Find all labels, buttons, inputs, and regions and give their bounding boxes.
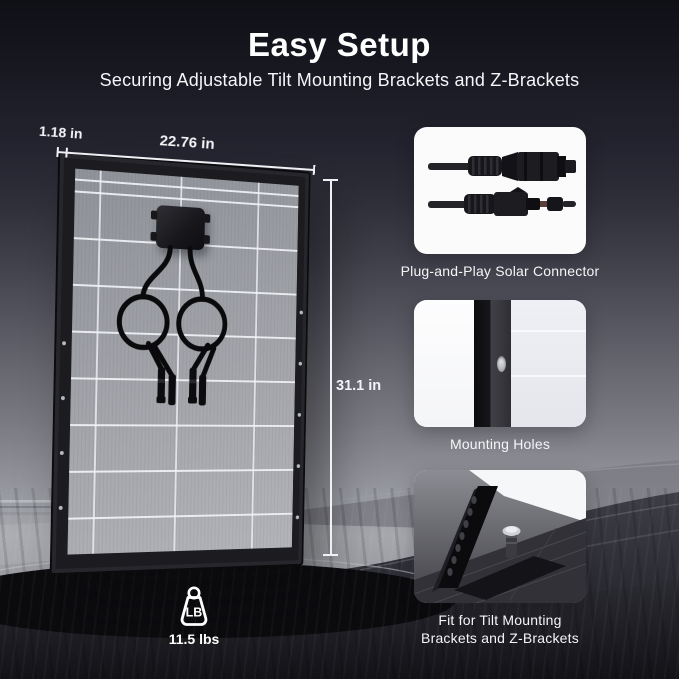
page-title: Easy Setup (248, 26, 431, 63)
panel-surface (511, 300, 586, 427)
mounting-hole (497, 356, 506, 372)
bracket-image (414, 470, 586, 603)
feature-plug-and-play: Plug-and-Play Solar Connector (390, 127, 610, 280)
connector-image (414, 127, 586, 254)
weight-unit-label: LB (186, 606, 203, 620)
panel-front-white (414, 300, 474, 427)
page-subtitle: Securing Adjustable Tilt Mounting Bracke… (99, 70, 580, 90)
height-dimension (323, 179, 339, 556)
panel-frame-profile (474, 300, 511, 427)
platform (0, 562, 456, 638)
bolt (502, 526, 521, 558)
height-dimension-line (330, 179, 332, 556)
weight-icon: LB (180, 586, 208, 626)
feature-caption: Mounting Holes (449, 436, 551, 452)
mc4-connectors (156, 367, 207, 406)
solar-connector-art (428, 152, 576, 216)
solar-panel-back-view (49, 151, 311, 576)
weight-spec: LB 11.5 lbs (156, 585, 232, 647)
feature-caption: Plug-and-Play Solar Connector (400, 263, 600, 279)
panel-cables (50, 151, 311, 406)
feature-tilt-brackets: Fit for Tilt Mounting Brackets and Z-Bra… (390, 470, 610, 647)
panel-frame (49, 151, 311, 576)
mounting-holes-image (414, 300, 586, 427)
weight-value: 11.5 lbs (168, 631, 220, 647)
z-bracket-art (414, 470, 586, 603)
feature-mounting-holes: Mounting Holes (390, 300, 610, 453)
height-dimension-label: 31.1 in (336, 378, 382, 394)
feature-caption: Fit for Tilt Mounting Brackets and Z-Bra… (421, 612, 579, 646)
